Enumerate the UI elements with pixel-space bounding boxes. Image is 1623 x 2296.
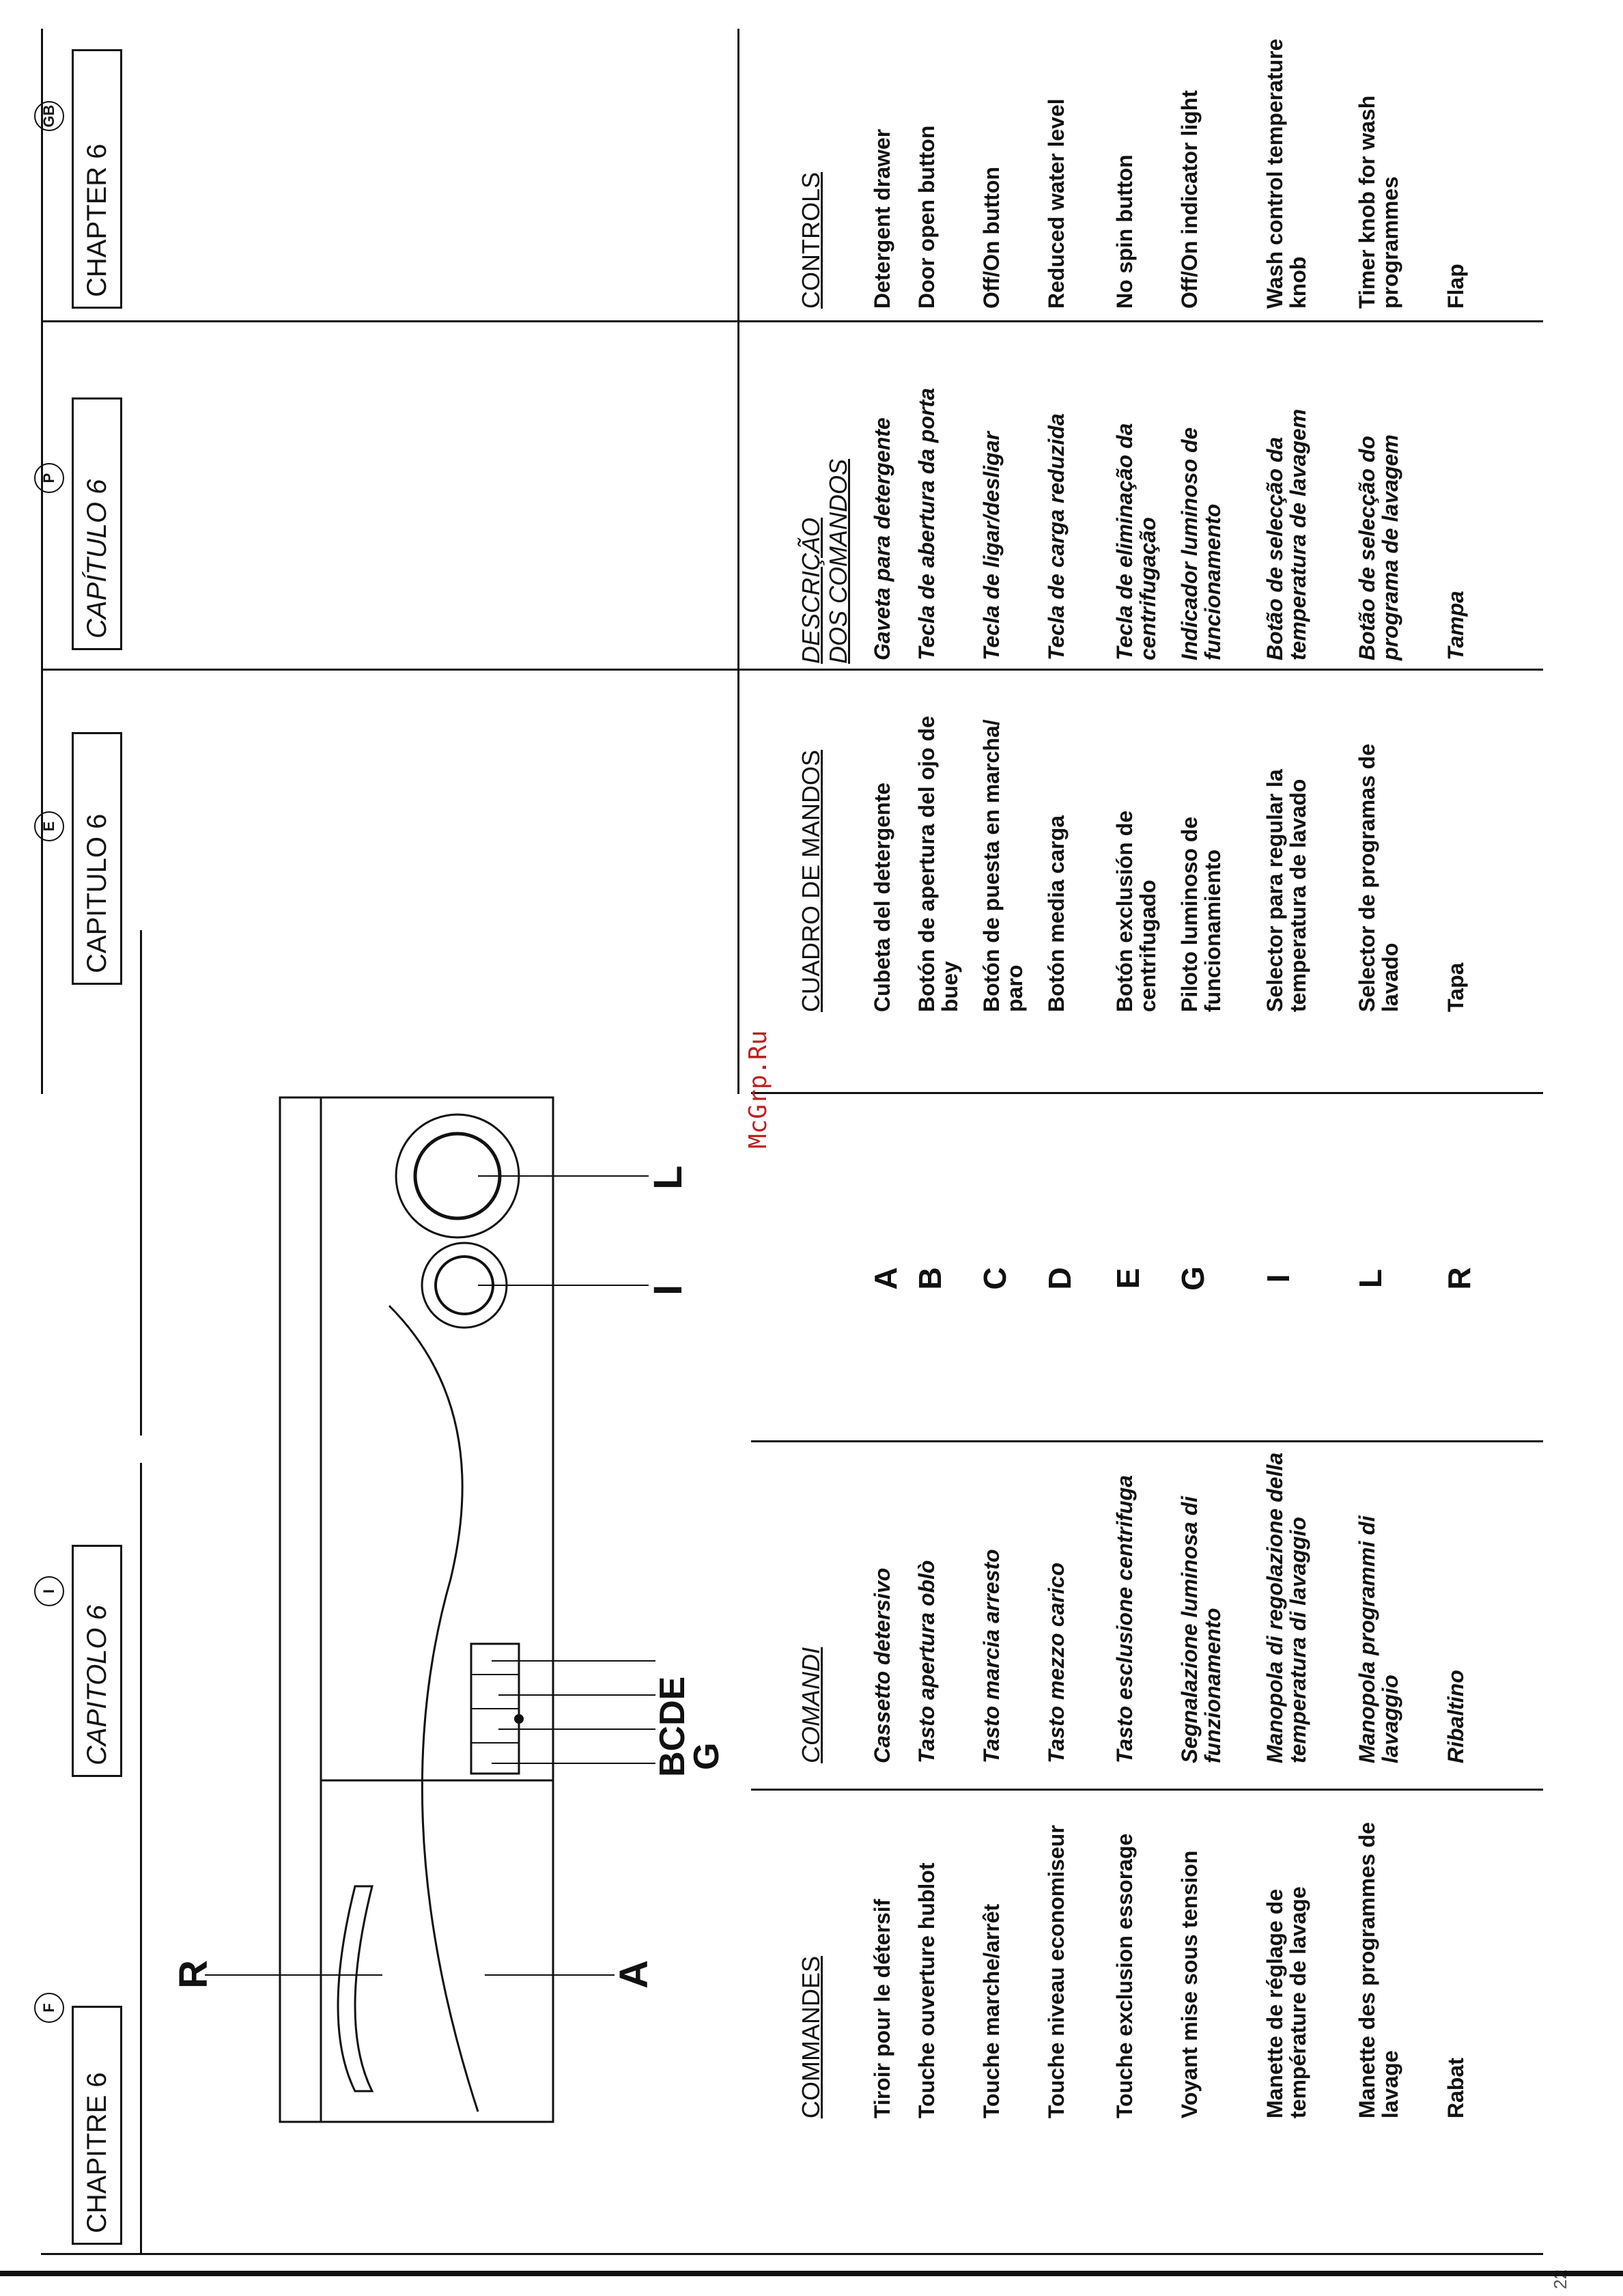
indicator-light	[514, 1714, 524, 1724]
col-sep-diagram	[751, 1092, 1543, 1094]
divider-diagram	[737, 29, 739, 1094]
chapter-title-p: CAPÍTULO 6	[72, 397, 122, 650]
header-rule-f	[140, 1463, 142, 2255]
heading-controls: CONTROLS	[797, 171, 825, 309]
key-letter-a: A	[868, 1267, 903, 1290]
chapter-title-e: CAPITULO 6	[72, 732, 122, 985]
p-item-g: Indicador luminoso de funcionamento	[1177, 427, 1225, 660]
heading-comandi: COMANDI	[797, 1647, 825, 1763]
e-item-b: Botón de apertura del ojo de buey	[914, 716, 962, 1012]
heading-descricao: DESCRIÇÃO DOS COMANDOS	[797, 458, 852, 664]
p-item-c: Tecla de ligar/desligar	[979, 432, 1004, 660]
col-sep-i-e	[751, 1440, 1543, 1442]
watermark: McGrp.Ru	[744, 1030, 772, 1149]
chapter-title-i: CAPITOLO 6	[72, 1545, 122, 1777]
key-letter-e: E	[1110, 1268, 1146, 1289]
e-item-r: Tapa	[1443, 962, 1468, 1012]
key-letter-l: L	[1353, 1268, 1388, 1289]
e-item-l: Selector de programas de lavado	[1355, 743, 1402, 1012]
gb-item-i: Wash control temperature knob	[1262, 38, 1310, 309]
gb-item-e: No spin button	[1112, 154, 1137, 309]
i-item-a: Cassetto detersivo	[870, 1567, 894, 1763]
diagram-label-r: R	[171, 1960, 216, 1989]
gb-item-c: Off/On button	[979, 167, 1004, 309]
i-item-b: Tasto apertura oblò	[914, 1560, 939, 1763]
language-badge-p: P	[34, 463, 64, 493]
washing-machine-panel-diagram	[68, 1101, 860, 1442]
col-sep-e-p	[41, 669, 1543, 671]
gb-item-r: Flap	[1443, 264, 1468, 309]
scan-edge-bar	[0, 2271, 1623, 2276]
p-item-a: Gaveta para detergente	[870, 417, 894, 660]
e-item-e: Botón exclusión de centrifugado	[1112, 810, 1160, 1012]
i-item-r: Ribaltino	[1443, 1670, 1468, 1763]
f-item-b: Touche ouverture hublot	[914, 1862, 939, 2118]
key-letter-c: C	[977, 1267, 1013, 1290]
chapter-title-gb: CHAPTER 6	[72, 49, 122, 309]
p-item-i: Botão de selecção da temperatura de lava…	[1262, 408, 1310, 660]
f-item-c: Touche marche/arrêt	[979, 1903, 1004, 2118]
i-item-g: Segnalazione luminosa di funzionamento	[1177, 1496, 1225, 1763]
i-item-l: Manopola programmi di lavaggio	[1355, 1515, 1402, 1763]
gb-item-b: Door open button	[914, 125, 939, 309]
f-item-l: Manette des programmes de lavage	[1355, 1822, 1402, 2118]
button-block	[470, 1642, 520, 1775]
f-item-a: Tiroir pour le détersif	[870, 1899, 894, 2118]
key-letter-i: I	[1260, 1274, 1296, 1283]
drawer-handle	[337, 1885, 374, 2092]
e-item-i: Selector para regular la temperatura de …	[1262, 769, 1310, 1012]
f-item-g: Voyant mise sous tension	[1177, 1850, 1202, 2118]
e-item-g: Piloto luminoso de funcionamiento	[1177, 816, 1225, 1012]
key-letter-r: R	[1441, 1267, 1477, 1290]
gb-item-a: Detergent drawer	[870, 128, 894, 309]
f-item-d: Touche niveau economiseur	[1044, 1825, 1069, 2118]
gb-item-l: Timer knob for wash programmes	[1355, 95, 1402, 309]
p-item-b: Tecla de abertura da porta	[914, 388, 939, 660]
key-letter-d: D	[1042, 1267, 1077, 1290]
language-badge-e: E	[34, 811, 64, 841]
col-sep-p-gb	[41, 320, 1543, 322]
i-item-d: Tasto mezzo carico	[1044, 1562, 1069, 1763]
diagram-label-g: G	[687, 1742, 726, 1770]
p-item-d: Tecla de carga reduzida	[1044, 413, 1069, 660]
i-item-c: Tasto marcia arresto	[979, 1549, 1004, 1763]
key-letter-b: B	[912, 1267, 948, 1290]
language-badge-gb: GB	[34, 101, 64, 131]
f-item-e: Touche exclusion essorage	[1112, 1833, 1137, 2118]
p-item-r: Tampa	[1443, 591, 1468, 660]
f-item-i: Manette de réglage de température de lav…	[1262, 1886, 1310, 2118]
gb-item-d: Reduced water level	[1044, 98, 1069, 309]
heading-cuadro-de-mandos: CUADRO DE MANDOS	[797, 749, 825, 1012]
col-sep-f-i	[751, 1789, 1543, 1791]
diagram-label-i: I	[646, 1284, 690, 1296]
language-badge-f: F	[34, 1993, 64, 2023]
i-item-e: Tasto esclusione centrifuga	[1112, 1474, 1137, 1763]
key-letter-g: G	[1175, 1266, 1211, 1291]
p-item-l: Botão de selecção do programa de lavagem	[1355, 434, 1402, 660]
diagram-label-a: A	[612, 1960, 656, 1989]
e-item-c: Botón de puesta en marcha/ paro	[979, 719, 1027, 1012]
f-item-r: Rabat	[1443, 2058, 1468, 2118]
diagram-label-l: L	[646, 1165, 690, 1190]
e-item-d: Botón media carga	[1044, 815, 1069, 1012]
chapter-title-f: CHAPITRE 6	[72, 2006, 122, 2245]
p-item-e: Tecla de eliminação da centrifugação	[1112, 423, 1160, 660]
language-badge-i: I	[34, 1576, 64, 1606]
col-sep-left-edge	[41, 2253, 1543, 2255]
gb-item-g: Off/On indicator light	[1177, 90, 1202, 309]
heading-commandes: COMMANDES	[797, 1955, 825, 2118]
i-item-i: Manopola di regolazione della temperatur…	[1262, 1452, 1310, 1763]
top-rule-right	[41, 29, 43, 1094]
e-item-a: Cubeta del detergente	[870, 782, 894, 1012]
